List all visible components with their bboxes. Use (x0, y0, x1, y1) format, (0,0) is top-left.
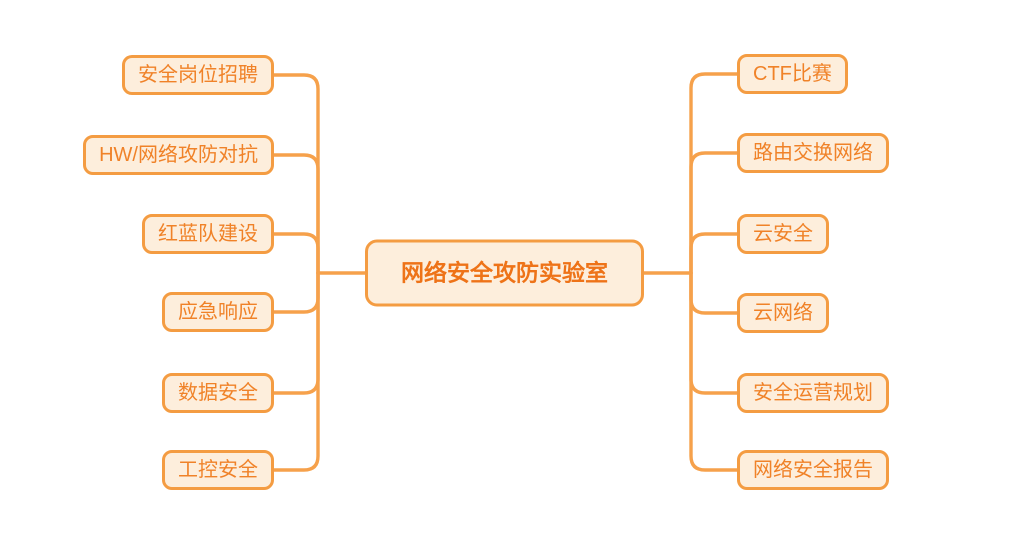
node-security-ops-planning[interactable]: 安全运营规划 (737, 373, 889, 413)
node-security-job-recruiting[interactable]: 安全岗位招聘 (122, 55, 274, 95)
root-node-security-lab[interactable]: 网络安全攻防实验室 (365, 239, 644, 307)
connector-line (689, 271, 740, 395)
node-ics-security[interactable]: 工控安全 (162, 450, 274, 490)
node-cloud-network[interactable]: 云网络 (737, 293, 829, 333)
connector-line (689, 151, 740, 275)
connector-line (272, 271, 320, 395)
connector-line (272, 271, 320, 472)
node-cloud-security[interactable]: 云安全 (737, 214, 829, 254)
node-incident-response[interactable]: 应急响应 (162, 292, 274, 332)
connector-line (689, 72, 740, 275)
node-routing-switching-network[interactable]: 路由交换网络 (737, 133, 889, 173)
connector-line (272, 73, 320, 275)
node-hw-attack-defense[interactable]: HW/网络攻防对抗 (83, 135, 274, 175)
connector-line (689, 232, 740, 275)
node-data-security[interactable]: 数据安全 (162, 373, 274, 413)
connector-line (689, 271, 740, 315)
node-network-security-report[interactable]: 网络安全报告 (737, 450, 889, 490)
connector-line (272, 271, 320, 314)
node-red-blue-team-building[interactable]: 红蓝队建设 (142, 214, 274, 254)
connector-line (689, 271, 740, 472)
connector-line (272, 153, 320, 275)
connector-line (272, 232, 320, 275)
node-ctf-competition[interactable]: CTF比赛 (737, 54, 848, 94)
